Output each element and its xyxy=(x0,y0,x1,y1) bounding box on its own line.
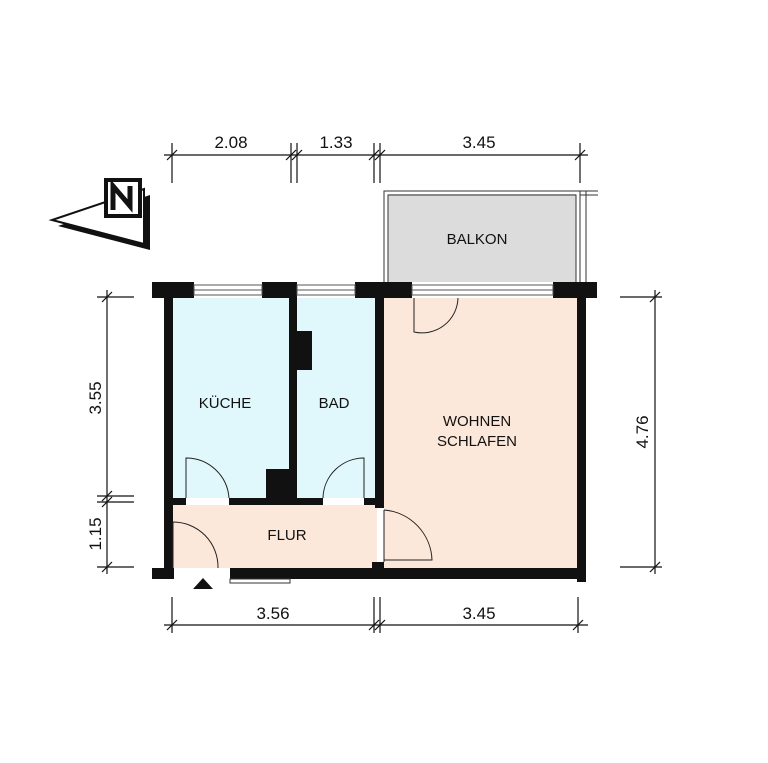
dim-top-3: 3.45 xyxy=(462,133,495,152)
dim-bottom-1: 3.56 xyxy=(256,604,289,623)
kueche-floor xyxy=(173,298,289,498)
doors xyxy=(172,297,459,584)
room-label-bad: BAD xyxy=(319,395,350,412)
room-label-kueche: KÜCHE xyxy=(199,394,252,412)
room-label-wohnen: WOHNEN xyxy=(443,413,511,430)
room-label-balkon: BALKON xyxy=(447,231,508,248)
room-label-flur: FLUR xyxy=(267,527,306,544)
north-arrow-icon: N xyxy=(48,178,150,250)
dim-top-2: 1.33 xyxy=(319,133,352,152)
dimension-top xyxy=(164,143,588,183)
balcony-railing xyxy=(383,190,598,282)
dimension-left xyxy=(97,290,134,574)
walls xyxy=(152,282,597,582)
windows xyxy=(193,284,554,296)
flur-floor xyxy=(173,505,377,568)
dimension-bottom xyxy=(164,597,588,633)
dimension-right xyxy=(620,290,662,574)
dim-left-1: 3.55 xyxy=(86,381,105,414)
dim-left-2: 1.15 xyxy=(86,517,105,550)
dim-bottom-2: 3.45 xyxy=(462,604,495,623)
dim-right-1: 4.76 xyxy=(633,415,652,448)
entrance-arrow-icon xyxy=(193,578,213,589)
balkon-floor xyxy=(388,194,576,282)
room-label-schlafen: SCHLAFEN xyxy=(437,433,517,450)
dim-top-1: 2.08 xyxy=(214,133,247,152)
wohnen-floor xyxy=(384,298,577,568)
